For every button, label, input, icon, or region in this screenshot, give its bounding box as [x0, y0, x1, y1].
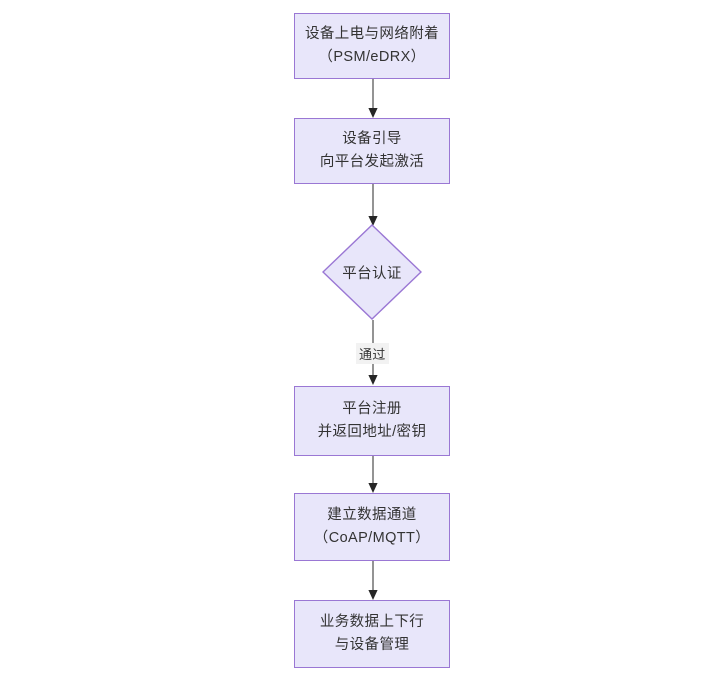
- flow-node-platform-auth-label: 平台认证: [342, 265, 402, 282]
- flow-node-platform-register-line2: 并返回地址/密钥: [317, 424, 427, 440]
- flow-edge-label-pass: 通过: [356, 343, 389, 364]
- flow-node-data-channel[interactable]: 建立数据通道 （CoAP/MQTT）: [294, 493, 450, 561]
- flow-node-service-data-line1: 业务数据上下行: [319, 613, 425, 630]
- flow-node-power-on[interactable]: 设备上电与网络附着 （PSM/eDRX）: [294, 13, 450, 79]
- flow-node-service-data-line2: 与设备管理: [334, 637, 410, 653]
- flow-node-bootstrap-line2: 向平台发起激活: [319, 154, 425, 170]
- flow-node-data-channel-line1: 建立数据通道: [327, 506, 417, 523]
- diamond-shape-icon: [322, 224, 422, 320]
- flow-node-platform-auth[interactable]: 平台认证: [322, 224, 422, 320]
- flow-node-platform-register[interactable]: 平台注册 并返回地址/密钥: [294, 386, 450, 456]
- flow-node-platform-register-line1: 平台注册: [342, 400, 402, 417]
- flow-node-data-channel-line2: （CoAP/MQTT）: [313, 530, 431, 546]
- flow-node-bootstrap[interactable]: 设备引导 向平台发起激活: [294, 118, 450, 184]
- flow-node-bootstrap-line1: 设备引导: [342, 130, 402, 147]
- flow-connector-4: [368, 456, 378, 493]
- flow-node-power-on-line2: （PSM/eDRX）: [318, 49, 426, 65]
- flow-connector-2: [368, 184, 378, 226]
- flow-node-service-data[interactable]: 业务数据上下行 与设备管理: [294, 600, 450, 668]
- flow-connector-1: [368, 79, 378, 118]
- flow-connector-5: [368, 561, 378, 600]
- flow-node-power-on-line1: 设备上电与网络附着: [304, 25, 440, 42]
